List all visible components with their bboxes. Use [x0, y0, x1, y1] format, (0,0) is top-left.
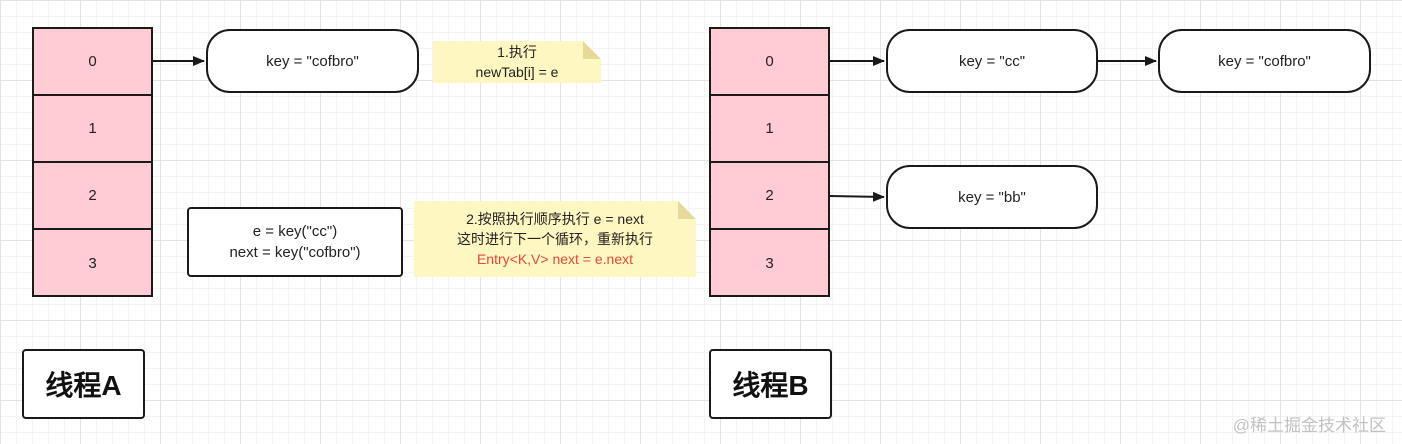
thread-b-node-cofbro: key = "cofbro" [1158, 29, 1371, 93]
thread-a-variables-box: e = key("cc") next = key("cofbro") [187, 207, 403, 277]
thread-a-bucket-1: 1 [34, 96, 151, 163]
thread-a-label: 线程A [22, 349, 145, 419]
thread-b-bucket-3: 3 [765, 255, 774, 272]
thread-a-bucket-array: 0 1 2 3 [32, 27, 153, 297]
var-next-line: next = key("cofbro") [229, 244, 361, 261]
note-2-line-2: 这时进行下一个循环，重新执行 [457, 231, 653, 247]
thread-b-bucket-2: 2 [711, 163, 828, 230]
thread-b-node-bb: key = "bb" [886, 165, 1098, 229]
note-2-line-1: 2.按照执行顺序执行 e = next [466, 211, 644, 227]
thread-a-node-cofbro: key = "cofbro" [206, 29, 419, 93]
thread-a-bucket-3: 3 [88, 255, 97, 272]
note-1-line-1: 1.执行 [497, 44, 537, 60]
watermark: @稀土掘金技术社区 [1232, 416, 1386, 435]
note-step-1: 1.执行 newTab[i] = e [433, 41, 601, 83]
thread-b-bucket-array: 0 1 2 3 [709, 27, 830, 297]
var-e-line: e = key("cc") [252, 223, 338, 240]
note-1-line-2: newTab[i] = e [475, 64, 559, 80]
note-step-2: 2.按照执行顺序执行 e = next 这时进行下一个循环，重新执行 Entry… [414, 201, 696, 277]
thread-a-bucket-2: 2 [34, 163, 151, 230]
note-2-line-3: Entry<K,V> next = e.next [476, 251, 634, 267]
thread-b-node-cc: key = "cc" [886, 29, 1098, 93]
thread-b-label: 线程B [709, 349, 832, 419]
thread-a-bucket-0: 0 [34, 29, 151, 96]
arrow-b2-to-bb [829, 191, 885, 202]
thread-b-bucket-1: 1 [711, 96, 828, 163]
thread-b-bucket-0: 0 [711, 29, 828, 96]
